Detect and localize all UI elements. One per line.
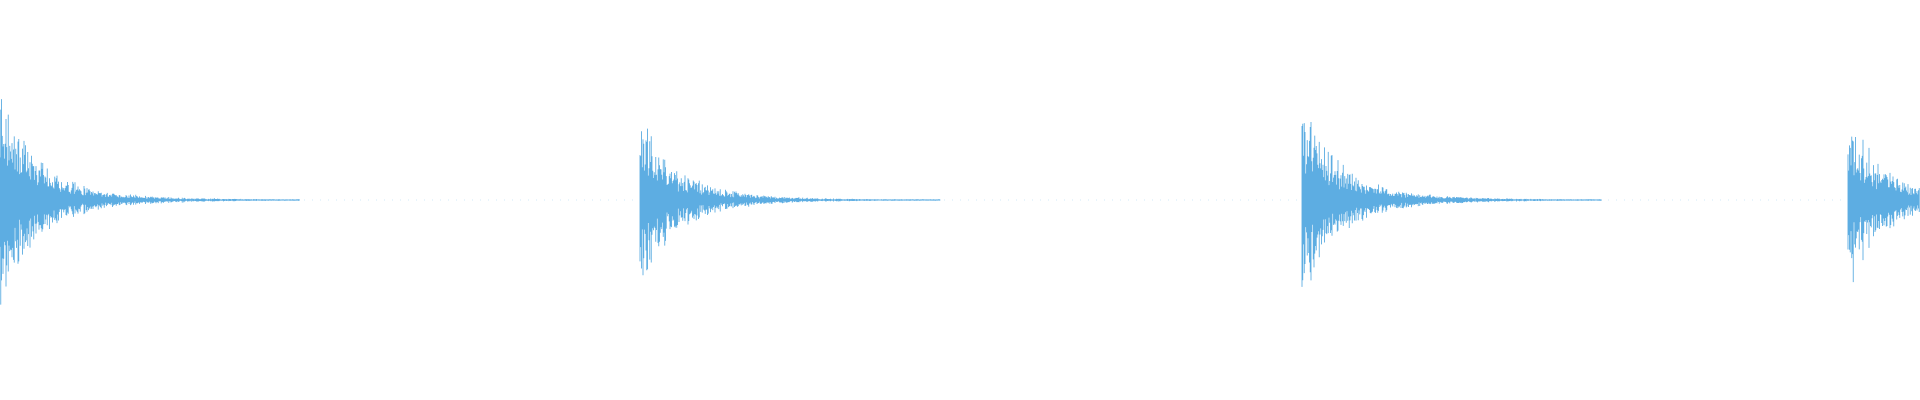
waveform-tail-dot — [820, 199, 822, 201]
waveform-tail-dot — [258, 199, 260, 201]
waveform-tail-dot — [215, 199, 217, 201]
waveform-hit — [1301, 121, 1602, 287]
waveform-tail-dot — [1577, 199, 1579, 201]
waveform-tail-dot — [1551, 199, 1553, 201]
waveform-tail-dot — [922, 199, 924, 201]
waveform-tail-dot — [1568, 199, 1570, 201]
waveform-tail-dot — [854, 199, 856, 201]
waveform-tail-dot — [297, 199, 299, 201]
waveform-tail-dot — [835, 199, 837, 201]
waveform-tail-dot — [180, 199, 182, 201]
waveform-hit-path — [639, 128, 940, 276]
waveform-tail-dot — [1557, 199, 1559, 201]
waveform-hits — [0, 99, 1920, 305]
waveform-tail-dot — [278, 199, 280, 201]
waveform-hit — [639, 128, 941, 276]
waveform-tail-dot — [264, 199, 266, 201]
waveform-tail-dot — [1598, 199, 1600, 201]
waveform-tail-dot — [1520, 199, 1522, 201]
waveform-tail-dot — [883, 199, 885, 201]
waveform-hit-path — [1847, 136, 1920, 283]
waveform-tail-dot — [290, 199, 292, 201]
waveform-tail-dot — [270, 199, 272, 201]
waveform-tail-dot — [206, 199, 208, 201]
waveform-hit-path — [1301, 121, 1602, 287]
waveform-tail-dot — [893, 199, 895, 201]
waveform-tail-dot — [1482, 199, 1484, 201]
waveform-tail-dot — [932, 199, 935, 201]
waveform-tail-dot — [939, 199, 941, 201]
waveform-tail-dot — [1587, 199, 1589, 201]
waveform-tail-dot — [1511, 199, 1513, 201]
waveform-tail-dot — [238, 199, 240, 201]
waveform-tail-dot — [1501, 199, 1503, 201]
waveform-hit — [1847, 136, 1920, 283]
waveform-tail-dot — [250, 199, 252, 201]
waveform-tail-dot — [915, 199, 917, 201]
waveform-tail-dot — [1492, 199, 1494, 201]
waveform-tail-dot — [198, 199, 200, 201]
waveform-tail-dot — [901, 199, 903, 201]
waveform-hit-path — [0, 99, 300, 305]
waveform-tail-dot — [909, 199, 911, 201]
waveform-tail-dot — [865, 199, 867, 201]
waveform-hit — [0, 99, 300, 305]
waveform-tail-dot — [844, 199, 846, 201]
waveform-tail-dot — [187, 199, 189, 201]
waveform-tail-dot — [874, 199, 876, 201]
waveform-tail-dot — [829, 199, 831, 201]
waveform-tail-dot — [222, 199, 224, 201]
waveform-tail-dot — [1540, 199, 1542, 201]
waveform-tail-dot — [229, 199, 232, 201]
waveform-tail-dot — [1530, 199, 1532, 201]
